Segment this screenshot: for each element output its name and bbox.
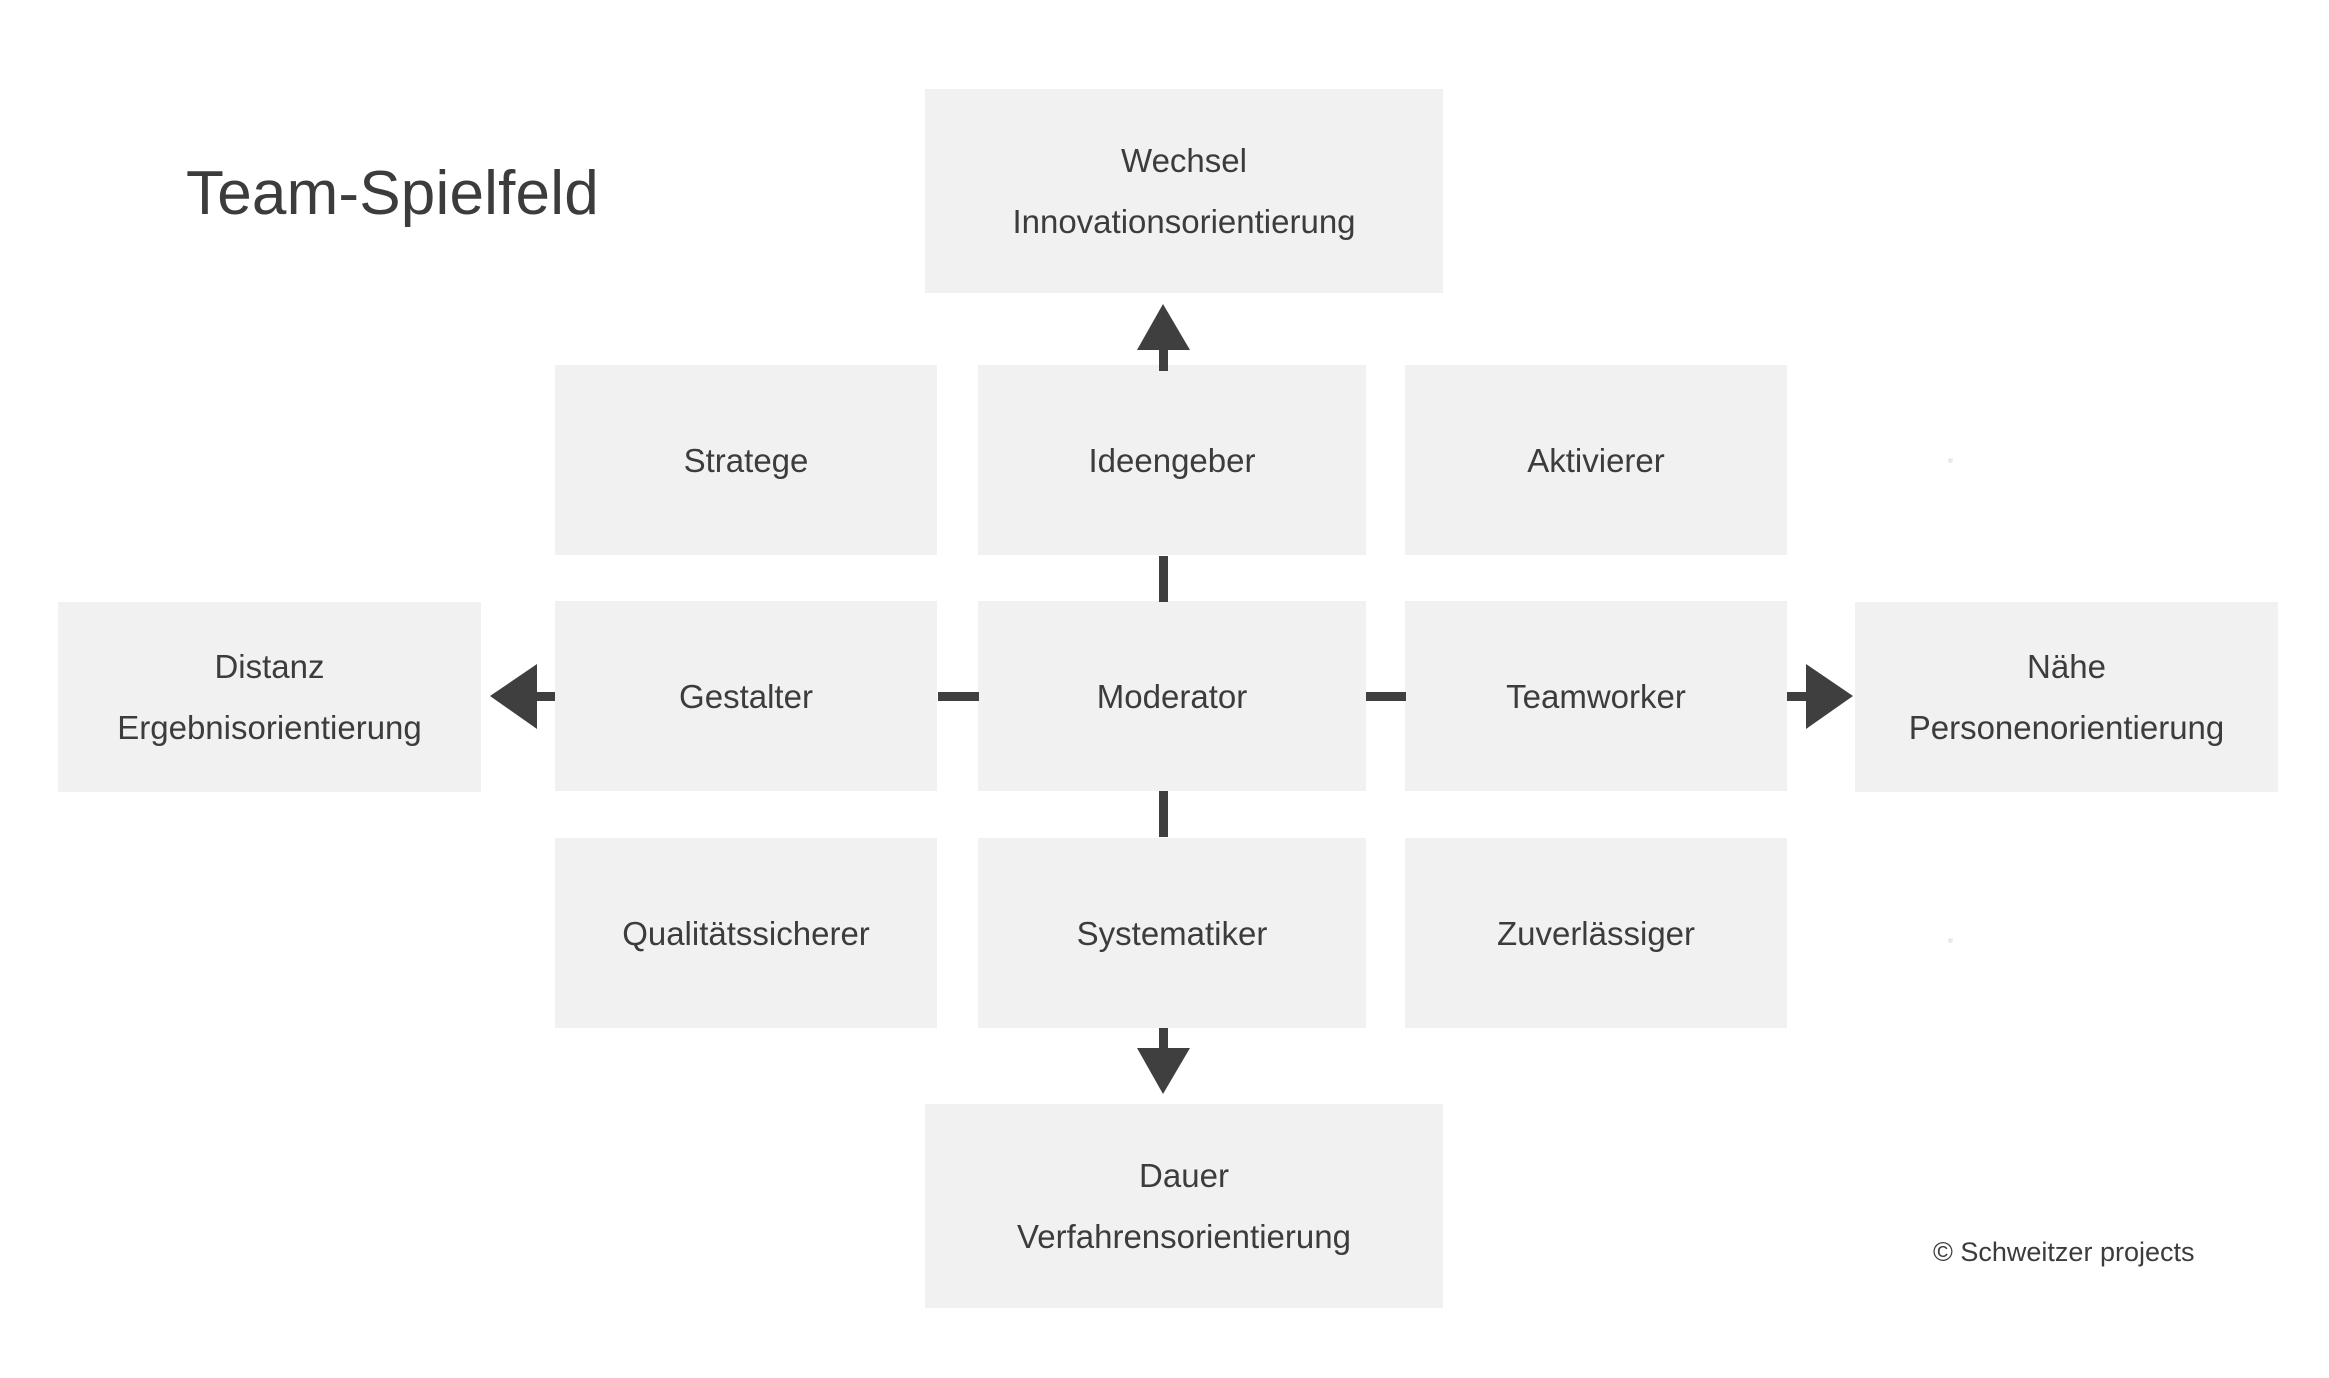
arrow-down-stem: [1159, 1028, 1168, 1050]
role-label: Teamworker: [1506, 677, 1686, 715]
role-label: Zuverlässiger: [1496, 914, 1696, 952]
copyright-notice: © Schweitzer projects: [1933, 1237, 2195, 1267]
arrow-up-stem: [1159, 349, 1168, 371]
role-label: Stratege: [683, 441, 809, 479]
speck-mark: [1948, 938, 1953, 943]
arrow-right-icon: [1787, 664, 1853, 729]
pole-left-orientation: Ergebnisorientierung: [117, 709, 422, 746]
role-label: Aktivierer: [1527, 441, 1665, 479]
role-box-teamworker: Teamworker: [1405, 601, 1787, 791]
arrow-up-icon: [1137, 304, 1190, 371]
arrow-left-head: [490, 664, 537, 729]
pole-box-right: Nähe Personenorientierung: [1855, 602, 2278, 792]
arrow-down-head: [1137, 1048, 1190, 1094]
pole-left-name: Distanz: [214, 648, 325, 685]
pole-bottom-name: Dauer: [1139, 1157, 1229, 1194]
connector-gestalter-moderator: [938, 692, 979, 701]
role-label: Ideengeber: [1088, 441, 1256, 479]
page-title: Team-Spielfeld: [186, 159, 599, 228]
pole-right-name: Nähe: [2027, 648, 2106, 685]
role-box-zuverlaessiger: Zuverlässiger: [1405, 838, 1787, 1028]
pole-box-top: Wechsel Innovationsorientierung: [925, 89, 1443, 293]
role-label: Qualitätssicherer: [622, 914, 870, 952]
arrow-right-head: [1806, 664, 1853, 729]
role-box-aktivierer: Aktivierer: [1405, 365, 1787, 555]
connector-moderator-teamworker: [1366, 692, 1406, 701]
role-box-qualitaetssicherer: Qualitätssicherer: [555, 838, 937, 1028]
connector-ideengeber-moderator: [1159, 556, 1168, 602]
role-label: Moderator: [1096, 677, 1248, 715]
role-box-systematiker: Systematiker: [978, 838, 1366, 1028]
pole-top-name: Wechsel: [1121, 142, 1247, 179]
role-label: Gestalter: [679, 677, 813, 715]
pole-top-orientation: Innovationsorientierung: [1012, 203, 1356, 240]
role-label: Systematiker: [1076, 914, 1268, 952]
role-box-gestalter: Gestalter: [555, 601, 937, 791]
role-box-moderator: Moderator: [978, 601, 1366, 791]
arrow-up-head: [1137, 304, 1190, 350]
role-box-stratege: Stratege: [555, 365, 937, 555]
arrow-down-icon: [1137, 1028, 1190, 1094]
pole-right-orientation: Personenorientierung: [1908, 709, 2225, 746]
pole-bottom-orientation: Verfahrensorientierung: [1017, 1218, 1351, 1255]
pole-box-left: Distanz Ergebnisorientierung: [58, 602, 481, 792]
speck-mark: [1948, 458, 1953, 463]
arrow-right-stem: [1787, 692, 1809, 701]
arrow-left-stem: [533, 692, 555, 701]
pole-box-bottom: Dauer Verfahrensorientierung: [925, 1104, 1443, 1308]
role-box-ideengeber: Ideengeber: [978, 365, 1366, 555]
connector-moderator-systematiker: [1159, 791, 1168, 837]
arrow-left-icon: [490, 664, 555, 729]
